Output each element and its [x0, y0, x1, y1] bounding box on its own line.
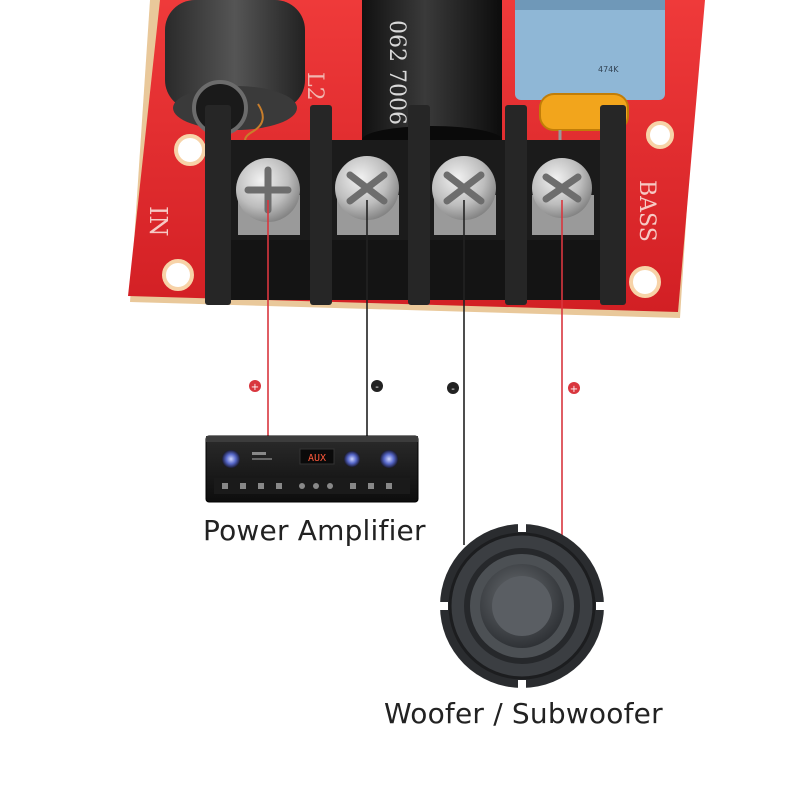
amp-display: [299, 448, 335, 465]
terminal-block: [205, 105, 626, 305]
wires: [267, 200, 563, 545]
amplifier-caption: Power Amplifier: [203, 514, 426, 547]
woofer-caption: Woofer / Subwoofer: [384, 697, 663, 730]
terminal-screw-4[interactable]: [532, 158, 594, 235]
power-amplifier: AUX: [205, 435, 419, 503]
terminal-screw-1[interactable]: [236, 158, 300, 235]
capacitor-marking: 062 7006: [384, 20, 409, 125]
amp-knob-mid: [344, 451, 360, 467]
terminal-divider: [600, 105, 626, 305]
film-capacitor: 474K: [515, 0, 665, 100]
inductor: [165, 0, 305, 151]
terminal-divider: [310, 105, 332, 305]
mount-hole-bottom-right: [629, 266, 661, 298]
mount-hole-bottom-left: [162, 259, 194, 291]
polarity-markers: + - - +: [249, 380, 580, 395]
terminal-screw-3[interactable]: [432, 156, 496, 235]
amp-display-text: AUX: [308, 453, 326, 464]
terminal-divider: [205, 105, 231, 305]
polarity-marker-bass-negative: -: [447, 382, 459, 395]
electrolytic-capacitor: 062 7006: [362, 0, 502, 154]
board-label-bass: BASS: [634, 180, 659, 242]
polarity-marker-in-positive: +: [249, 380, 261, 393]
woofer-speaker: [440, 524, 604, 688]
silkscreen-l2: L2: [302, 72, 327, 101]
mount-hole-top-right: [646, 121, 674, 149]
terminal-divider: [505, 105, 527, 305]
terminal-divider: [408, 105, 430, 305]
svg-text:+: +: [251, 382, 259, 393]
mount-hole-top-left: [174, 134, 206, 166]
film-capacitor-marking: 474K: [598, 65, 619, 74]
amp-knob-right: [380, 450, 398, 468]
board-label-in: IN: [144, 206, 172, 236]
terminal-screw-2[interactable]: [335, 156, 399, 235]
polarity-marker-in-negative: -: [371, 380, 383, 393]
svg-text:-: -: [451, 384, 455, 395]
polarity-marker-bass-positive: +: [568, 382, 580, 395]
svg-text:-: -: [375, 382, 379, 393]
amp-knob-left: [222, 450, 240, 468]
svg-text:+: +: [570, 384, 578, 395]
